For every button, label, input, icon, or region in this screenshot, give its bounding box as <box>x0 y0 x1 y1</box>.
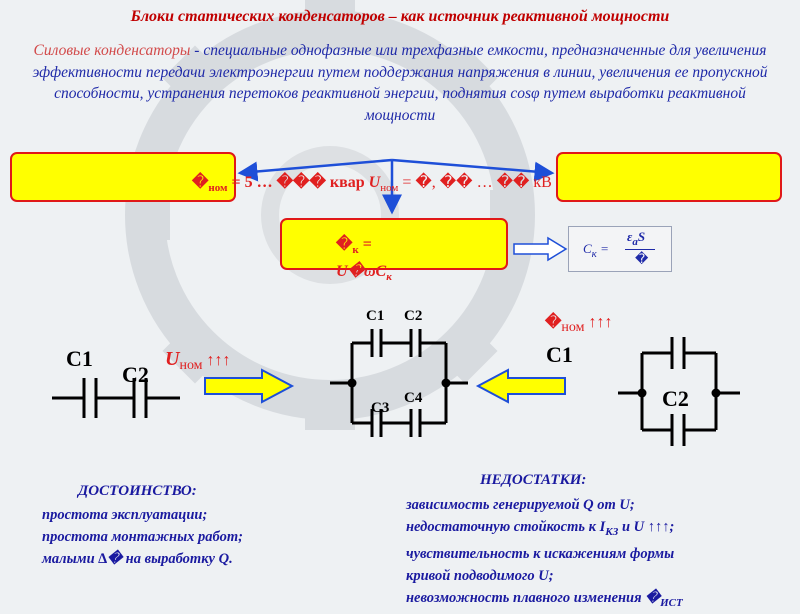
right-q-label: �ном ↑↑↑ <box>545 314 613 335</box>
formula-arrow <box>513 236 568 262</box>
intro-text: - специальные однофазные или трехфазные … <box>32 42 768 124</box>
q-capacitor-box <box>280 218 508 270</box>
disadvantage-item: зависимость генерируемой Q от U; <box>406 497 635 513</box>
advantage-item: простота эксплуатации; <box>42 507 208 523</box>
advantage-item: простота монтажных работ; <box>42 529 243 545</box>
disadvantage-item: невозможность плавного изменения �ИСТ <box>406 590 683 609</box>
page-title: Блоки статических конденсаторов – как ис… <box>130 8 670 25</box>
q-capacitor-formula: �к = U�ωCк <box>336 236 392 283</box>
disadvantages-title: НЕДОСТАТКИ: <box>480 472 587 488</box>
connector-arrows <box>237 158 555 215</box>
right-c1-label: C1 <box>546 342 573 367</box>
advantages-list: простота эксплуатации; простота монтажны… <box>22 504 243 570</box>
capacitor-circuits <box>52 329 740 446</box>
mid-c3-label: C3 <box>371 400 390 416</box>
mid-c1-label: C1 <box>366 308 385 324</box>
disadvantage-item: недостаточную стойкость к IКЗ и U ↑↑↑; <box>406 519 675 538</box>
mid-c2-label: C2 <box>404 308 423 324</box>
q-nominal-box <box>10 152 236 202</box>
capacitance-formula-box: Cк = εaS � <box>568 226 672 272</box>
right-c2-label: C2 <box>662 386 689 411</box>
left-c1-label: C1 <box>66 346 93 371</box>
left-c2-label: C2 <box>122 362 149 387</box>
left-u-label: Uном ↑↑↑ <box>165 348 231 373</box>
intro-paragraph: Силовые конденсаторы - специальные одноф… <box>20 40 780 126</box>
disadvantages-list: зависимость генерируемой Q от U; недоста… <box>386 494 683 614</box>
nominal-values-line: �ном = 5 … ��� квар Uном = �, �� … �� кВ <box>192 174 552 194</box>
disadvantage-item: чувствительность к искажениям формы <box>406 546 675 562</box>
advantage-item: малыми ∆� на выработку Q. <box>42 551 233 567</box>
disadvantage-item-continuation: кривой подводимого U; <box>406 568 554 584</box>
u-nominal-box <box>556 152 782 202</box>
intro-highlight: Силовые конденсаторы <box>33 42 191 59</box>
advantages-title: ДОСТОИНСТВО: <box>78 483 197 499</box>
mid-c4-label: C4 <box>404 390 423 406</box>
